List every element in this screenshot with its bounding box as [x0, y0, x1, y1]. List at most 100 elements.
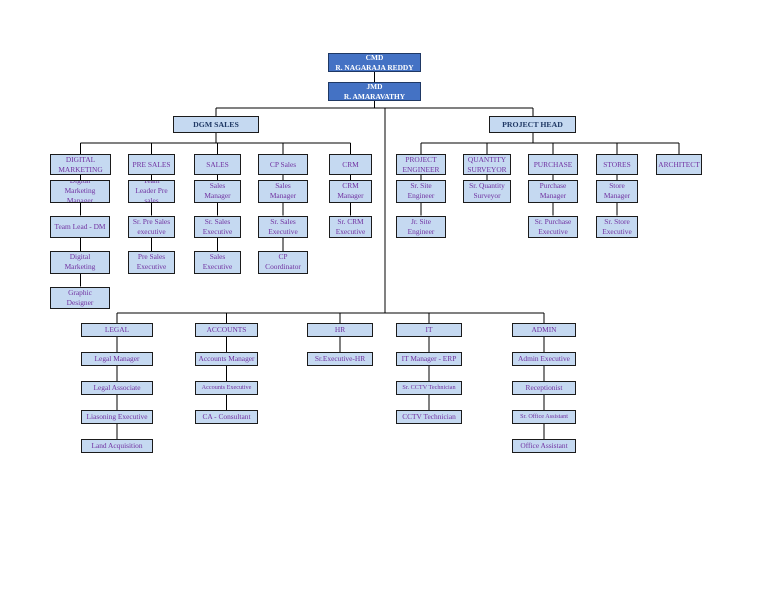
dept-stores: STORES — [596, 154, 638, 175]
role-sales-2-text-2: Executive — [202, 226, 233, 236]
dept-crm-text: CRM — [342, 159, 359, 169]
role-cp-sales-3-text-2: Coordinator — [265, 262, 301, 272]
dept-purchase: PURCHASE — [528, 154, 578, 175]
dept-pre-sales: PRE SALES — [128, 154, 175, 175]
dept-hr: HR — [307, 323, 373, 337]
cmd-box-text-1: CMD — [365, 53, 384, 62]
role-accounts-3: CA - Consultant — [195, 410, 258, 424]
role-it-3: CCTV Technician — [396, 410, 462, 424]
role-cp-sales-1-text-1: Sales — [275, 181, 291, 191]
role-it-1-text: IT Manager - ERP — [401, 354, 457, 363]
role-cp-sales-2-text-1: Sr. Sales — [270, 216, 296, 226]
role-pre-sales-1-text-3: sales — [144, 196, 159, 203]
role-legal-4-text: Land Acquisition — [91, 441, 143, 450]
role-sales-1-text-2: Manager — [204, 191, 231, 201]
role-quantity-surveyor-1-text-2: Surveyor — [473, 191, 501, 201]
dept-project-engineer-text-1: PROJECT — [405, 154, 437, 164]
role-project-engineer-1-text-1: Sr. Site — [410, 181, 432, 191]
role-accounts-1: Accounts Manager — [195, 352, 258, 366]
dept-admin: ADMIN — [512, 323, 576, 337]
role-quantity-surveyor-1-text-1: Sr. Quantity — [469, 181, 505, 191]
role-crm-1-text-2: Manager — [337, 191, 364, 201]
role-it-1: IT Manager - ERP — [396, 352, 462, 366]
dept-quantity-surveyor-text-1: QUANTITY — [467, 154, 507, 164]
role-project-engineer-2-text-1: Jr. Site — [410, 216, 432, 226]
role-stores-2-text-1: Sr. Store — [604, 216, 630, 226]
role-digital-marketing-1-text-1: Digital — [69, 180, 91, 186]
role-admin-4-text: Office Assistant — [520, 441, 568, 450]
role-purchase-1-text-1: Purchase — [539, 181, 567, 191]
dept-stores-text: STORES — [603, 159, 631, 169]
dept-accounts-text: ACCOUNTS — [206, 325, 247, 334]
role-sales-3-text-2: Executive — [202, 262, 233, 272]
jmd-box-text-2: R. AMARAVATHY — [343, 91, 406, 101]
role-accounts-3-text: CA - Consultant — [202, 412, 251, 421]
role-legal-3-text: Liasoning Executive — [86, 412, 148, 421]
dept-architect-text: ARCHITECT — [658, 159, 700, 169]
role-digital-marketing-3-text-2: Marketing — [64, 262, 96, 272]
role-crm-2-text-2: Executive — [335, 226, 366, 236]
role-legal-2-text: Legal Associate — [93, 383, 141, 392]
role-hr-1: Sr.Executive-HR — [307, 352, 373, 366]
role-pre-sales-1-text-1: Team — [143, 180, 160, 186]
dept-project-engineer-text-2: ENGINEER — [402, 164, 440, 174]
role-hr-1-text: Sr.Executive-HR — [314, 354, 366, 363]
dept-it-text: IT — [425, 325, 433, 334]
role-it-2-text: Sr. CCTV Technician — [402, 384, 456, 391]
role-purchase-1-text-2: Manager — [539, 191, 567, 201]
dgm-sales-box-text: DGM SALES — [193, 119, 239, 129]
role-accounts-2-text: Accounts Executive — [201, 384, 252, 391]
role-digital-marketing-3-text-1: Digital — [69, 252, 91, 262]
dept-digital-marketing-text-1: DIGITAL — [65, 154, 96, 164]
dept-legal: LEGAL — [81, 323, 153, 337]
role-legal-1: Legal Manager — [81, 352, 153, 366]
dept-digital-marketing-text-2: MARKETING — [58, 164, 103, 174]
dept-admin-text: ADMIN — [531, 325, 557, 334]
role-stores-1-text-2: Manager — [603, 191, 631, 201]
dept-crm: CRM — [329, 154, 372, 175]
role-cp-sales-3-text-1: CP — [278, 252, 288, 262]
role-pre-sales-3-text-1: Pre Sales — [137, 252, 166, 262]
role-admin-4: Office Assistant — [512, 439, 576, 453]
role-legal-3: Liasoning Executive — [81, 410, 153, 424]
project-head-box-text: PROJECT HEAD — [502, 119, 563, 129]
role-admin-2-text: Receptionist — [525, 383, 563, 392]
dept-legal-text: LEGAL — [104, 325, 130, 334]
role-it-2: Sr. CCTV Technician — [396, 381, 462, 395]
dgm-sales-box: DGM SALES — [173, 116, 259, 133]
role-digital-marketing-4-text-2: Designer — [66, 297, 94, 307]
jmd-box-text-1: JMD — [366, 82, 383, 91]
dept-it: IT — [396, 323, 462, 337]
role-crm-2-text-1: Sr. CRM — [337, 216, 364, 226]
role-pre-sales-1-text-2: Leader Pre — [135, 186, 168, 196]
dept-sales: SALES — [194, 154, 241, 175]
role-admin-1-text: Admin Executive — [518, 354, 570, 363]
dept-purchase-text: PURCHASE — [533, 159, 573, 169]
role-cp-sales-1-text-2: Manager — [269, 191, 297, 201]
role-admin-3-text: Sr. Office Assistant — [520, 413, 568, 420]
role-digital-marketing-2-text: Team Lead - DM — [54, 221, 106, 231]
dept-architect: ARCHITECT — [656, 154, 702, 175]
role-purchase-2-text-1: Sr. Purchase — [534, 216, 572, 226]
role-digital-marketing-4-text-1: Graphic — [68, 287, 92, 297]
